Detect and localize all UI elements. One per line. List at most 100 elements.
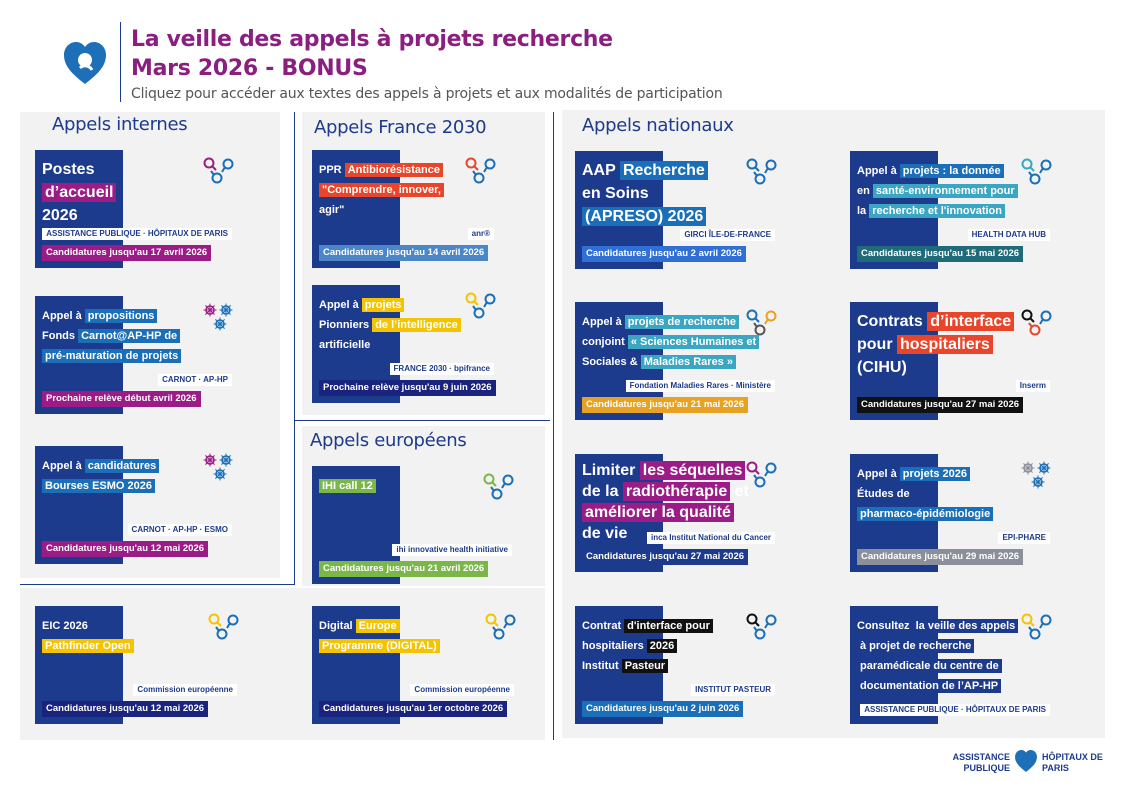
highlighted-text: pré-maturation de projets (42, 349, 182, 363)
heart-icon (1015, 750, 1037, 772)
title-text: Appel à (42, 310, 85, 322)
card-title-line: Contrats d’interface (857, 310, 1015, 333)
card-title-line: améliorer la qualité (582, 502, 749, 523)
footer-logo-right: HÔPITAUX DE PARIS (1042, 752, 1103, 773)
instructions-text: Cliquez pour accéder aux textes des appe… (131, 86, 723, 102)
deadline-badge: Candidatures jusqu'au 14 avril 2026 (319, 245, 489, 261)
card-title-line: pour hospitaliers (857, 333, 1014, 356)
card-title-line: artificielle (319, 335, 461, 355)
highlighted-text: Pathfinder Open (42, 639, 134, 653)
highlighted-text: Bourses ESMO 2026 (42, 479, 155, 493)
partner-logo: ihi innovative health initiative (392, 544, 512, 556)
title-text: Limiter (582, 462, 640, 479)
card-title-line: Fonds Carnot@AP-HP de (42, 326, 181, 346)
deadline-badge: Candidatures jusqu'au 2 avril 2026 (582, 246, 746, 262)
highlighted-text: projets de recherche (624, 315, 740, 329)
highlighted-text: paramédicale du centre de (857, 659, 1002, 673)
highlighted-text: à projet de recherche (857, 639, 975, 653)
divider (294, 112, 295, 584)
magnifier-icon (745, 157, 779, 187)
title-text: agir" (319, 204, 345, 216)
title-text: de vie (582, 525, 628, 542)
title-text: Appel à (857, 165, 900, 177)
highlighted-text: Pasteur (621, 659, 669, 673)
partner-logo: ASSISTANCE PUBLIQUE · HÔPITAUX DE PARIS (42, 228, 232, 240)
partner-logo: EPI-PHARE (998, 532, 1050, 544)
title-text: artificielle (319, 339, 371, 351)
magnifier-icon (1020, 308, 1054, 338)
highlighted-text: Recherche (619, 161, 708, 180)
highlighted-text: projets : la donnée (899, 164, 1004, 178)
partner-logo: Commission européenne (410, 684, 514, 696)
card-title: IHI call 12 (319, 476, 376, 496)
divider (20, 584, 295, 585)
page-title: La veille des appels à projets recherche (131, 27, 613, 52)
deadline-badge: Candidatures jusqu'au 29 mai 2026 (857, 549, 1024, 565)
highlighted-text: hospitaliers (897, 335, 993, 354)
highlighted-text: Antibiorésistance (344, 163, 443, 177)
highlighted-text: Europe (355, 619, 400, 633)
highlighted-text: de l’intelligence (372, 318, 461, 332)
partner-logo: Inserm (1015, 380, 1050, 392)
card-veille-paramedicale[interactable]: Consultez la veille des appels à projet d… (850, 606, 1058, 724)
card-title-line: en santé-environnement pour (857, 181, 1018, 201)
card-title-line: IHI call 12 (319, 476, 376, 496)
card-title-line: Institut Pasteur (582, 656, 713, 676)
card-title-line: Appel à projets (319, 295, 461, 315)
title-text: 2026 (42, 207, 78, 224)
deadline-badge: Candidatures jusqu'au 27 mai 2026 (857, 397, 1024, 413)
title-text: en Soins (582, 185, 649, 202)
aphp-footer-logo: ASSISTANCE PUBLIQUE HÔPITAUX DE PARIS (950, 748, 1103, 778)
partner-logo: Fondation Maladies Rares · Ministère (625, 380, 775, 392)
card-title-line: Consultez la veille des appels (857, 616, 1019, 636)
card-ihi-call[interactable]: IHI call 12 ihi innovative health initiat… (312, 466, 520, 584)
section-label-france2030: Appels France 2030 (314, 117, 487, 138)
card-health-data-hub[interactable]: Appel à projets : la donnée en santé-envi… (850, 151, 1058, 269)
card-title-line: Appel à candidatures (42, 456, 160, 476)
title-text: EIC 2026 (42, 620, 88, 632)
magnifier-icon (1020, 157, 1054, 187)
highlighted-text: candidatures (84, 459, 160, 473)
card-title-line: Limiter les séquelles (582, 460, 749, 481)
footer-logo-left: ASSISTANCE PUBLIQUE (952, 752, 1010, 773)
page-subtitle-edition: Mars 2026 - BONUS (131, 56, 368, 81)
divider (294, 420, 550, 421)
highlighted-text: projets (361, 298, 405, 312)
card-title: PPR Antibiorésistance"Comprendre, innove… (319, 160, 444, 220)
card-title-line: paramédicale du centre de (857, 656, 1018, 676)
title-text: conjoint (582, 336, 628, 348)
header-divider (120, 22, 121, 102)
highlighted-text: Maladies Rares » (640, 355, 736, 369)
deadline-badge: Candidatures jusqu'au 12 mai 2026 (42, 541, 209, 557)
section-label-nationaux: Appels nationaux (582, 115, 734, 136)
card-title-line: de la radiothérapie et (582, 481, 749, 502)
magnifier-icon (482, 472, 516, 502)
card-title: Consultez la veille des appels à projet d… (857, 616, 1019, 696)
deadline-badge: Prochaine relève jusqu'au 9 juin 2026 (319, 380, 496, 396)
card-ppr-antibioresistance[interactable]: PPR Antibiorésistance"Comprendre, innove… (312, 150, 502, 268)
card-title-line: EIC 2026 (42, 616, 134, 636)
highlighted-text: projets 2026 (899, 467, 970, 481)
partner-logo: Commission européenne (133, 684, 237, 696)
partner-logo: FRANCE 2030 · bpifrance (389, 363, 494, 375)
partner-logo: HEALTH DATA HUB (967, 229, 1050, 241)
title-text: Appel à (42, 460, 85, 472)
